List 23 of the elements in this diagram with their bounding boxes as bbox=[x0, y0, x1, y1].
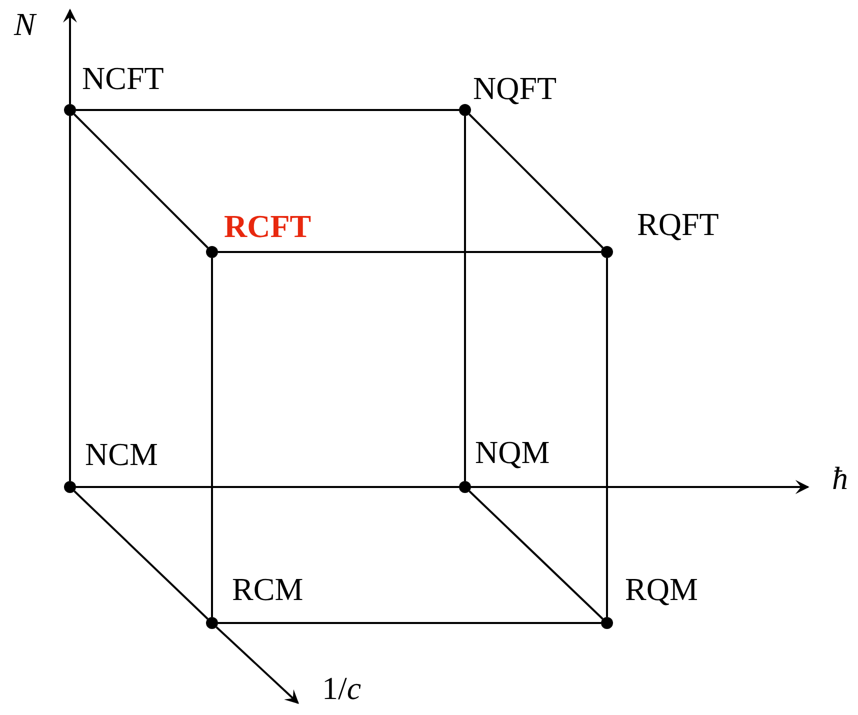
vertex-label: NCM bbox=[85, 438, 158, 470]
cube-edge bbox=[218, 251, 601, 253]
cube-edge bbox=[69, 116, 71, 481]
vertex-label: RQFT bbox=[637, 208, 719, 240]
cube-edge bbox=[464, 116, 466, 481]
vertex-label: RQM bbox=[625, 573, 698, 605]
cube-edge bbox=[74, 114, 208, 248]
vertex-label: RCFT bbox=[224, 210, 312, 242]
axis-label: 1/c bbox=[322, 672, 362, 704]
cube-edge bbox=[76, 486, 459, 488]
vertex-label: NQFT bbox=[473, 72, 557, 104]
cube-edge bbox=[606, 258, 608, 617]
axis-label: ħ bbox=[832, 462, 848, 494]
vertex-label: RCM bbox=[232, 573, 304, 605]
axis-label: N bbox=[14, 8, 36, 40]
cube-edge bbox=[468, 490, 604, 620]
vertex-label: NCFT bbox=[82, 62, 164, 94]
vertex-label: NQM bbox=[475, 436, 550, 468]
cube-edge bbox=[211, 258, 213, 617]
cube-edge bbox=[76, 109, 459, 111]
cube-edge bbox=[468, 114, 604, 248]
cube-edge bbox=[218, 622, 601, 624]
cube-edge bbox=[74, 490, 208, 620]
